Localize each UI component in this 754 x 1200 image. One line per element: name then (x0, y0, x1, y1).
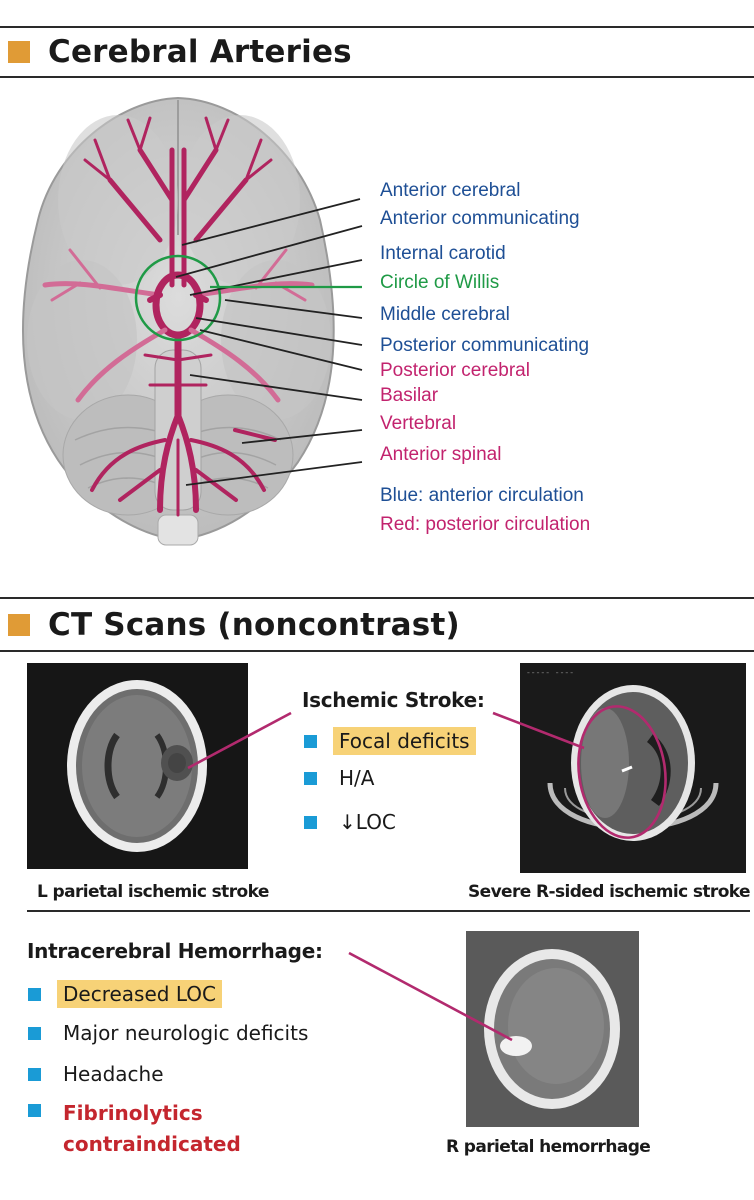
bullet-text: Major neurologic deficits (63, 1021, 309, 1045)
caption-hemorrhage: R parietal hemorrhage (446, 1137, 651, 1157)
bullet-text: ↓LOC (339, 810, 396, 834)
bullet-text: H/A (339, 766, 375, 790)
ischemic-bullet-1: Focal deficits (304, 727, 476, 755)
hemorrhage-bullet-4: Fibrinolytics contraindicated (28, 1102, 241, 1164)
bullet-square-icon (28, 1067, 41, 1081)
hemorrhage-bullet-3: Headache (28, 1062, 164, 1086)
hemorrhage-bullet-1: Decreased LOC (28, 980, 222, 1008)
section-title-ct: CT Scans (noncontrast) (48, 607, 460, 643)
label-anterior-communicating: Anterior communicating (380, 208, 580, 229)
ct-divider (27, 910, 750, 912)
warning-line-1: Fibrinolytics (63, 1101, 203, 1125)
label-vertebral: Vertebral (380, 413, 457, 434)
top-rule (0, 26, 754, 28)
bullet-square-icon (304, 734, 317, 748)
bullet-square-icon (28, 1026, 41, 1040)
bullet-square-icon (304, 815, 317, 829)
label-anterior-cerebral: Anterior cerebral (380, 180, 521, 201)
section2-top-rule (0, 597, 754, 599)
section-header-ct-scans: CT Scans (noncontrast) (8, 607, 460, 643)
caption-right-ischemic: Severe R-sided ischemic stroke (468, 882, 751, 902)
ct-image-right-ischemic: ----- ---- (520, 663, 746, 873)
section-header-cerebral-arteries: Cerebral Arteries (8, 34, 352, 70)
cerebral-arteries-diagram (22, 96, 363, 546)
warning-line-2: contraindicated (63, 1132, 241, 1156)
label-middle-cerebral: Middle cerebral (380, 304, 510, 325)
hemorrhage-title: Intracerebral Hemorrhage: (27, 939, 323, 963)
hemorrhage-bullet-2: Major neurologic deficits (28, 1021, 308, 1045)
svg-text:----- ----: ----- ---- (526, 669, 574, 678)
bullet-square-icon (304, 771, 317, 785)
label-anterior-spinal: Anterior spinal (380, 444, 502, 465)
bullet-square-icon (28, 1104, 41, 1117)
caption-left-ischemic: L parietal ischemic stroke (37, 882, 269, 902)
label-internal-carotid: Internal carotid (380, 243, 506, 264)
legend-blue: Blue: anterior circulation (380, 485, 584, 506)
ct-image-left-ischemic (27, 663, 248, 869)
bullet-text: Decreased LOC (57, 980, 222, 1008)
bullet-text: Focal deficits (333, 727, 476, 755)
section2-rule (0, 650, 754, 652)
ischemic-bullet-3: ↓LOC (304, 810, 396, 834)
legend-red: Red: posterior circulation (380, 514, 591, 535)
section-square-icon (8, 41, 30, 63)
label-basilar: Basilar (380, 385, 439, 406)
section-square-icon (8, 614, 30, 636)
label-circle-of-willis: Circle of Willis (380, 272, 500, 293)
bullet-square-icon (28, 987, 41, 1001)
section1-rule (0, 76, 754, 78)
label-posterior-cerebral: Posterior cerebral (380, 360, 530, 381)
ct-image-hemorrhage (466, 931, 639, 1127)
section-title: Cerebral Arteries (48, 34, 352, 70)
ischemic-stroke-title: Ischemic Stroke: (302, 688, 485, 712)
ischemic-bullet-2: H/A (304, 766, 374, 790)
label-posterior-communicating: Posterior communicating (380, 335, 590, 356)
bullet-text: Headache (63, 1062, 164, 1086)
